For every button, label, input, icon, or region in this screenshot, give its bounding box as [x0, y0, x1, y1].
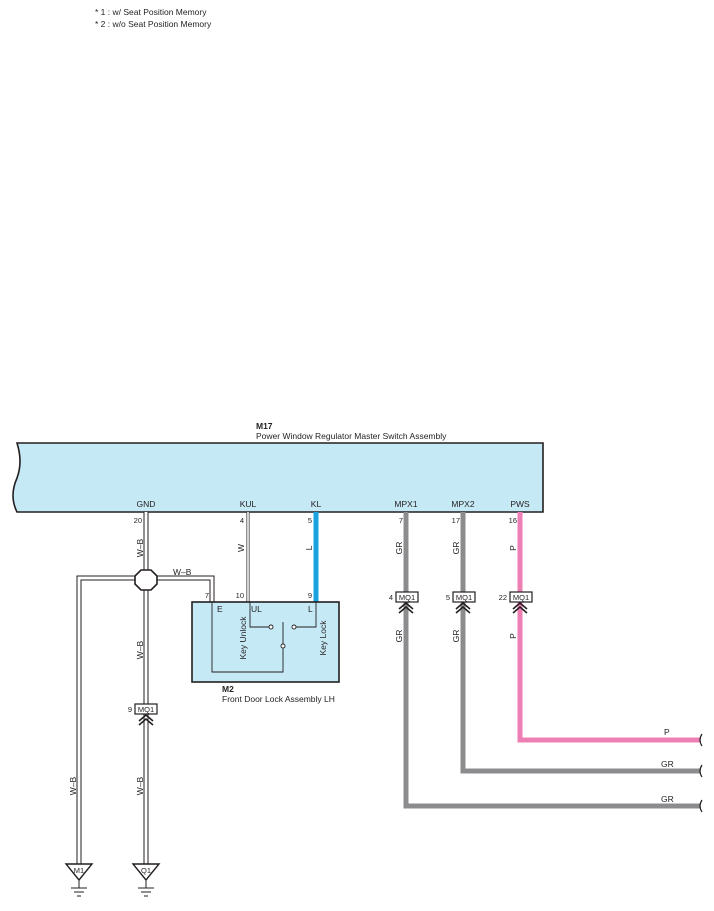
- pin-mpx2-number: 17: [452, 516, 460, 525]
- wire-label-gr-mpx2-low: GR: [451, 630, 461, 643]
- pin-mpx2-label: MPX2: [451, 499, 474, 509]
- master-switch-code: M17: [256, 421, 273, 431]
- door-lock-pin-l-label: L: [308, 604, 313, 614]
- pin-kul-number: 4: [240, 516, 244, 525]
- pin-gnd-label: GND: [137, 499, 156, 509]
- door-lock-pin-e-number: 7: [205, 591, 209, 600]
- switch-pivot: [280, 643, 286, 649]
- pin-mpx1-label: MPX1: [394, 499, 417, 509]
- master-switch-body: [12, 442, 544, 513]
- connector-mq1-pws: MQ1 22: [499, 591, 533, 614]
- key-unlock-label: Key Unlock: [238, 616, 248, 660]
- svg-text:5: 5: [446, 593, 450, 602]
- svg-text:M1: M1: [74, 866, 84, 875]
- door-lock-body: [191, 601, 340, 683]
- wire-mpx1: [403, 512, 700, 809]
- door-lock-pin-ul-label: UL: [251, 604, 262, 614]
- door-lock-pin-e-label: E: [217, 604, 223, 614]
- connector-mq1-mpx1: MQ1 4: [389, 591, 419, 614]
- door-lock-name: Front Door Lock Assembly LH: [222, 694, 335, 704]
- connector-mq1-mpx2: MQ1 5: [446, 591, 476, 614]
- wire-label-gr1-right: GR: [661, 794, 674, 804]
- wire-label-gr-mpx2-top: GR: [451, 542, 461, 555]
- wire-label-gr-mpx1-low: GR: [394, 630, 404, 643]
- svg-text:MQ1: MQ1: [399, 593, 415, 602]
- wire-label-wb-top: W–B: [135, 538, 145, 557]
- wire-label-wb-branch: W–B: [173, 567, 192, 577]
- wire-label-gr2-right: GR: [661, 759, 674, 769]
- pin-kl-label: KL: [311, 499, 322, 509]
- break-mark-p: [699, 733, 703, 747]
- wire-pws: [517, 512, 700, 743]
- wire-label-wb-mid: W–B: [135, 640, 145, 659]
- door-lock-internal-wiring: [211, 602, 317, 673]
- wire-label-p-low: P: [508, 633, 518, 639]
- key-unlock-contact: [268, 624, 274, 630]
- svg-text:MQ1: MQ1: [513, 593, 529, 602]
- door-lock-pin-l-number: 9: [308, 591, 312, 600]
- key-lock-label: Key Lock: [318, 620, 328, 656]
- wire-label-gr-mpx1-top: GR: [394, 542, 404, 555]
- note-1: * 1 : w/ Seat Position Memory: [95, 7, 207, 17]
- svg-text:4: 4: [389, 593, 393, 602]
- door-lock-pin-ul-number: 10: [236, 591, 244, 600]
- svg-text:Q1: Q1: [141, 866, 151, 875]
- key-lock-contact: [291, 624, 297, 630]
- svg-text:MQ1: MQ1: [138, 705, 154, 714]
- wire-label-p-right: P: [664, 727, 670, 737]
- pin-pws-label: PWS: [510, 499, 530, 509]
- master-switch-name: Power Window Regulator Master Switch Ass…: [256, 431, 447, 441]
- pin-mpx1-number: 7: [399, 516, 403, 525]
- pin-kul-label: KUL: [240, 499, 257, 509]
- break-mark-gr2: [699, 764, 703, 778]
- wire-label-p-top: P: [508, 545, 518, 551]
- wire-label-l: L: [304, 545, 314, 550]
- ground-wires: [76, 512, 215, 866]
- break-mark-gr1: [699, 799, 703, 813]
- svg-text:MQ1: MQ1: [456, 593, 472, 602]
- svg-text:9: 9: [128, 705, 132, 714]
- ground-q1: Q1: [131, 863, 161, 897]
- splice-point: [134, 569, 158, 591]
- note-2: * 2 : w/o Seat Position Memory: [95, 19, 212, 29]
- svg-text:22: 22: [499, 593, 507, 602]
- wire-label-w: W: [236, 544, 246, 552]
- wire-label-wb-low: W–B: [135, 776, 145, 795]
- connector-mq1-ground: MQ1 9: [128, 703, 158, 726]
- ground-m1: M1: [64, 863, 94, 897]
- pin-pws-number: 16: [509, 516, 517, 525]
- door-lock-code: M2: [222, 684, 234, 694]
- pin-kl-number: 5: [308, 516, 312, 525]
- pin-gnd-number: 20: [134, 516, 142, 525]
- wire-label-wb-left: W–B: [68, 776, 78, 795]
